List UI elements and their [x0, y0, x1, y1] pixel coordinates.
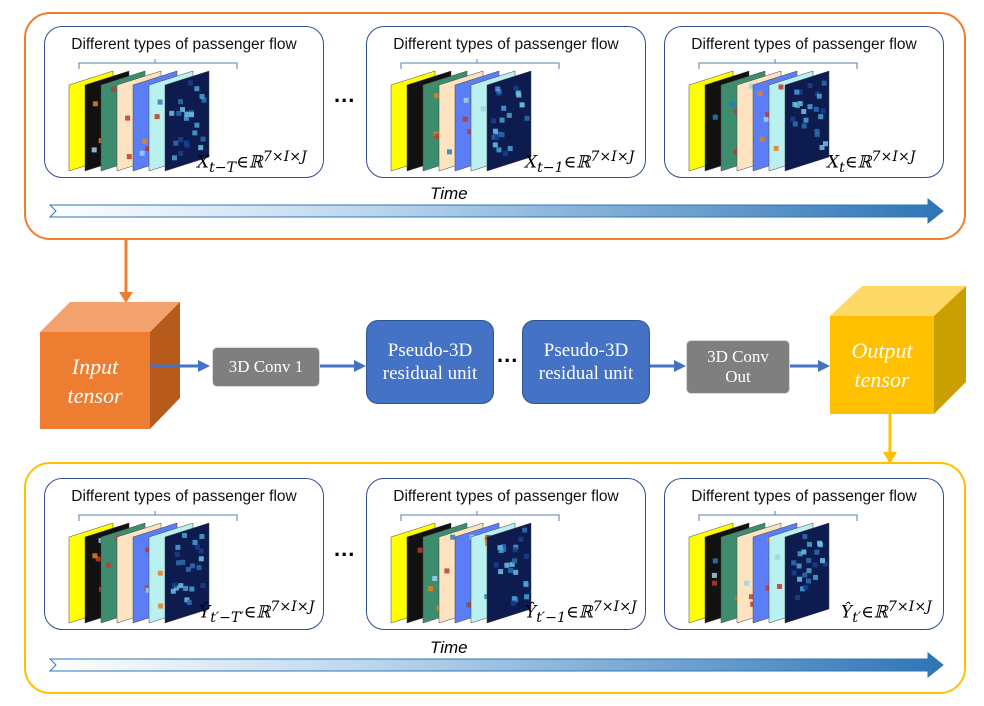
panel-title: Different types of passenger flow: [71, 488, 297, 505]
time-arrow: [48, 652, 944, 679]
panel-title: Different types of passenger flow: [393, 36, 619, 53]
p3d-line1: Pseudo-3D: [387, 340, 473, 361]
conv1-label: 3D Conv 1: [228, 357, 304, 376]
input-sequence-group: [24, 12, 966, 240]
output-tensor-cube: [830, 286, 966, 414]
panel-tensor-label: Xt∈ℝ7×I×J: [827, 149, 916, 177]
flow-layer: [784, 522, 830, 624]
layer-stack: [685, 59, 865, 174]
time-label: Time: [430, 184, 468, 203]
layer-stack-graphic: [390, 511, 560, 624]
middle-ellipsis: ...: [497, 342, 519, 367]
arrow-to-input: [119, 240, 133, 303]
input-panel-1: Different types of passenger flow Xt−T∈ℝ…: [44, 26, 324, 178]
panel-tensor-label: Xt−T∈ℝ7×I×J: [197, 149, 307, 177]
layer-bracket: [698, 511, 858, 521]
p3d-line2: residual unit: [382, 363, 478, 384]
layer-stack: [387, 59, 567, 174]
panel-title: Different types of passenger flow: [691, 36, 917, 53]
panel-title: Different types of passenger flow: [393, 488, 619, 505]
layer-bracket: [400, 59, 560, 69]
output-tensor-line2: tensor: [854, 367, 910, 392]
layer-bracket: [400, 511, 560, 521]
layer-stack: [685, 511, 865, 626]
panel-title: Different types of passenger flow: [71, 36, 297, 53]
output-sequence-group: [24, 462, 966, 694]
p3d-line2: residual unit: [538, 363, 634, 384]
input-tensor-line2: tensor: [67, 383, 123, 408]
layer-bracket: [698, 59, 858, 69]
layer-stack: [65, 511, 245, 626]
layer-stack-graphic: [688, 511, 858, 624]
panel-tensor-label: Ŷt′∈ℝ7×I×J: [841, 599, 932, 627]
ellipsis: ...: [334, 536, 356, 561]
input-tensor-line1: Input: [71, 354, 119, 379]
conv-out-line1: 3D Conv: [707, 347, 769, 366]
time-arrow: [48, 198, 944, 225]
input-panel-3: Different types of passenger flow Xt∈ℝ7×…: [664, 26, 944, 178]
conv1-block: 3D Conv 1: [212, 347, 320, 387]
p3d-line1: Pseudo-3D: [543, 340, 629, 361]
flow-layer: [486, 522, 532, 624]
output-tensor-label: Output tensor: [830, 336, 934, 394]
output-panel-2: Different types of passenger flow Ŷt′−1∈…: [366, 478, 646, 630]
output-tensor-line1: Output: [851, 338, 913, 363]
panel-tensor-label: Ŷt′−T′∈ℝ7×I×J: [199, 599, 315, 627]
input-tensor-cube: [40, 302, 180, 429]
input-tensor-label: Input tensor: [40, 352, 150, 410]
output-panel-3: Different types of passenger flow Ŷt′∈ℝ7…: [664, 478, 944, 630]
flow-layer: [784, 70, 830, 172]
panel-tensor-label: Ŷt′−1∈ℝ7×I×J: [525, 599, 637, 627]
ellipsis: ...: [334, 82, 356, 107]
layer-stack-graphic: [390, 59, 560, 172]
output-panel-1: Different types of passenger flow Ŷt′−T′…: [44, 478, 324, 630]
flow-layer: [164, 522, 210, 624]
time-label: Time: [430, 638, 468, 657]
layer-bracket: [78, 59, 238, 69]
conv-out-line2: Out: [725, 367, 751, 386]
layer-stack-graphic: [68, 511, 238, 624]
panel-tensor-label: Xt−1∈ℝ7×I×J: [525, 149, 635, 177]
layer-stack-graphic: [688, 59, 858, 172]
layer-stack: [387, 511, 567, 626]
panel-title: Different types of passenger flow: [691, 488, 917, 505]
layer-stack: [65, 59, 245, 174]
input-panel-2: Different types of passenger flow Xt−1∈ℝ…: [366, 26, 646, 178]
layer-stack-graphic: [68, 59, 238, 172]
flow-layer: [486, 70, 532, 172]
layer-bracket: [78, 511, 238, 521]
flow-layer: [164, 70, 210, 172]
